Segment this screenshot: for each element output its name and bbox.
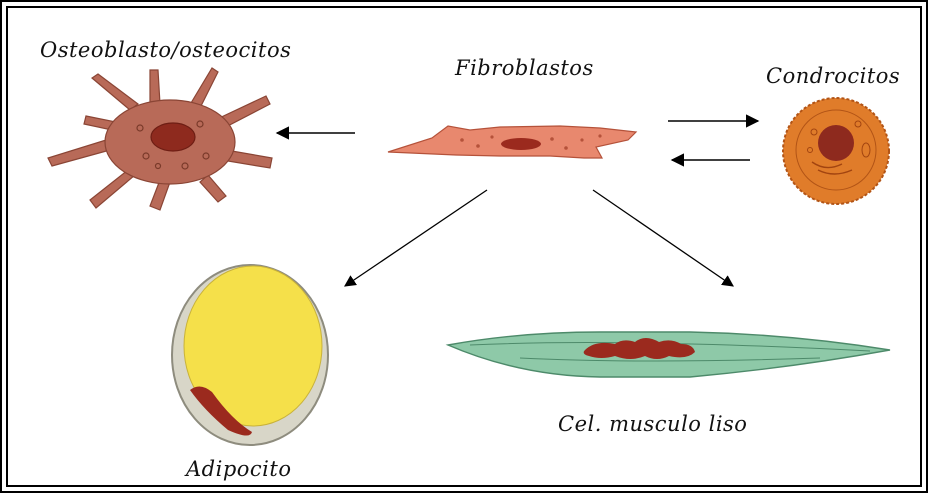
fibroblast-label: Fibroblastos — [455, 56, 594, 80]
osteoblast-label: Osteoblasto/osteocitos — [40, 38, 291, 62]
musculo-liso-label: Cel. musculo liso — [558, 412, 747, 436]
adipocyte-cell — [172, 265, 328, 445]
arrow-to-muscle — [593, 190, 733, 286]
adipocito-label: Adipocito — [186, 457, 291, 481]
condrocitos-label: Condrocitos — [766, 64, 900, 88]
chondrocyte-cell — [783, 98, 889, 204]
fibroblast-cell — [388, 126, 636, 158]
smooth-muscle-cell — [448, 332, 890, 377]
arrow-to-adipocyte — [345, 190, 487, 286]
osteoblast-cell — [48, 68, 272, 210]
